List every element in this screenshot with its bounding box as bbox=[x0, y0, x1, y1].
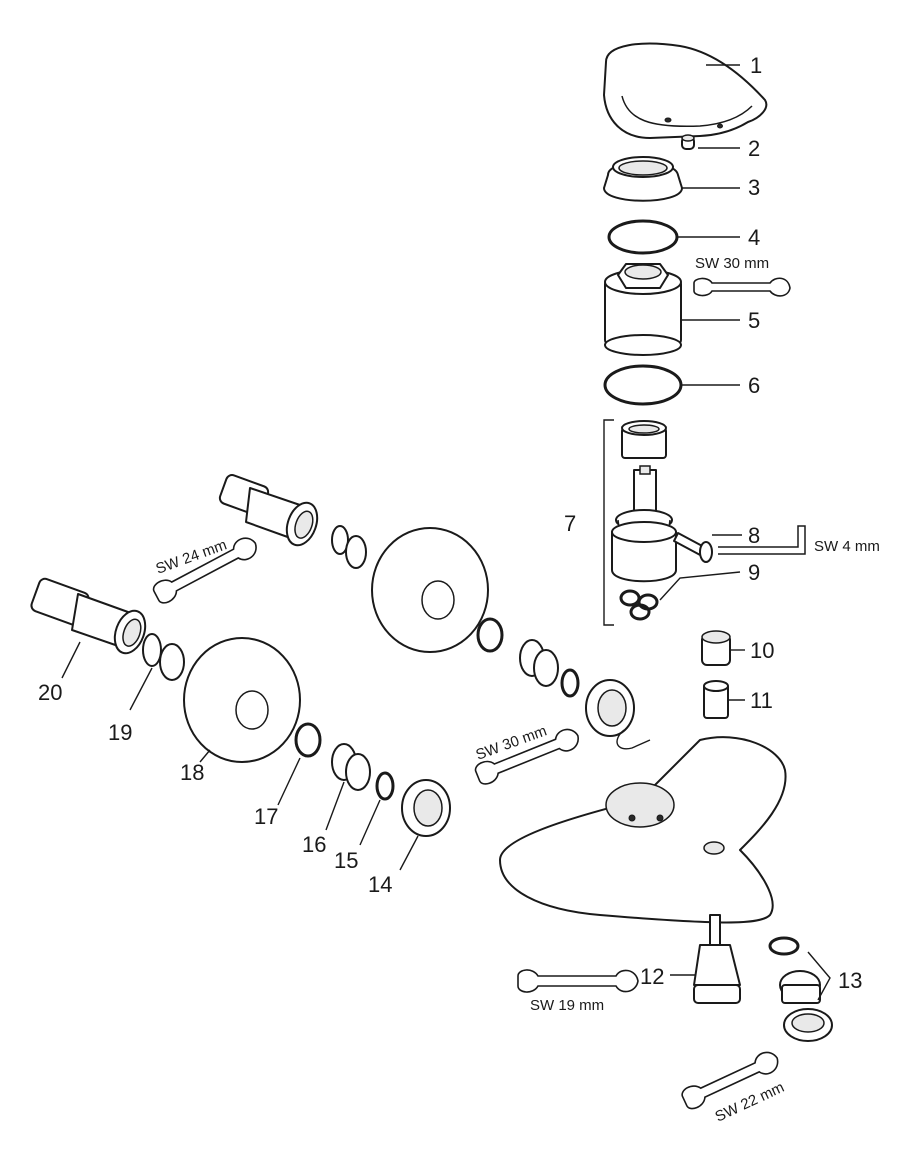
part-12-diverter-cartridge bbox=[693, 914, 741, 1004]
part-8-screw bbox=[673, 532, 713, 563]
part-16-nipple bbox=[331, 743, 371, 791]
part-9-small-seals bbox=[619, 589, 659, 621]
part-5-cartridge-nut bbox=[604, 263, 682, 356]
label-sw19: SW 19 mm bbox=[530, 997, 604, 1014]
callout-labels: 1 2 3 4 5 6 7 8 9 10 11 12 13 14 15 16 1… bbox=[38, 53, 862, 993]
callout-17: 17 bbox=[254, 804, 278, 829]
callout-18: 18 bbox=[180, 760, 204, 785]
part-11-sleeve bbox=[703, 680, 729, 719]
callout-19: 19 bbox=[108, 720, 132, 745]
callout-11: 11 bbox=[750, 688, 773, 713]
label-sw30-top: SW 30 mm bbox=[695, 255, 769, 272]
part-20-eccentric-connector bbox=[30, 577, 147, 655]
part-10-cap bbox=[701, 630, 731, 666]
part-1-handle-lever bbox=[603, 42, 768, 139]
callout-3: 3 bbox=[748, 175, 760, 200]
callout-9: 9 bbox=[748, 560, 760, 585]
wrench-icon bbox=[152, 537, 257, 604]
part-18-escutcheon-disc bbox=[183, 637, 301, 763]
callout-13: 13 bbox=[838, 968, 862, 993]
part-6-o-ring bbox=[603, 364, 683, 406]
callout-8: 8 bbox=[748, 523, 760, 548]
callout-2: 2 bbox=[748, 136, 760, 161]
callout-1: 1 bbox=[750, 53, 762, 78]
callout-16: 16 bbox=[302, 832, 326, 857]
part-3-cap-ring bbox=[603, 156, 683, 202]
callout-6: 6 bbox=[748, 373, 760, 398]
hex-key-icon bbox=[718, 525, 806, 555]
part-2-set-screw bbox=[681, 134, 695, 150]
callout-4: 4 bbox=[748, 225, 760, 250]
leader-lines bbox=[61, 64, 831, 1001]
part-15-o-ring bbox=[375, 771, 395, 801]
callout-14: 14 bbox=[368, 872, 392, 897]
part-4-o-ring bbox=[607, 219, 679, 255]
part-17-washer bbox=[294, 722, 322, 758]
part-14-union-nut bbox=[401, 779, 451, 837]
label-sw4: SW 4 mm bbox=[814, 538, 880, 555]
callout-20: 20 bbox=[38, 680, 62, 705]
wrench-icon bbox=[517, 969, 639, 993]
part-7-cartridge bbox=[603, 419, 677, 626]
mixer-body bbox=[499, 736, 787, 924]
callout-5: 5 bbox=[748, 308, 760, 333]
upper-connector-group bbox=[218, 474, 651, 750]
part-19-nipple bbox=[142, 633, 185, 681]
callout-12: 12 bbox=[640, 964, 664, 989]
callout-7: 7 bbox=[564, 511, 576, 536]
callout-10: 10 bbox=[750, 638, 774, 663]
callout-15: 15 bbox=[334, 848, 358, 873]
wrench-icon bbox=[693, 277, 791, 297]
part-13-aerator bbox=[768, 936, 833, 1042]
wrench-icon bbox=[681, 1051, 779, 1110]
wrench-icon bbox=[474, 728, 579, 785]
